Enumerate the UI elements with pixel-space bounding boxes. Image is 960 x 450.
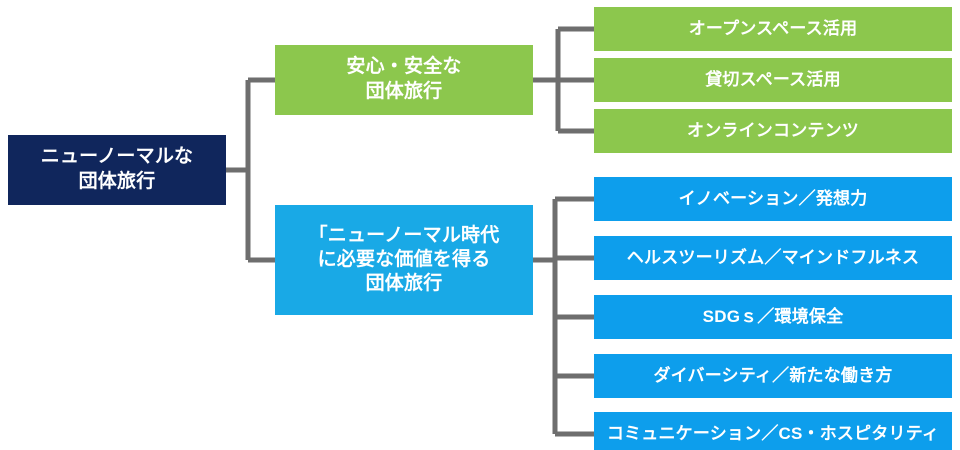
leaf-node-open-space[interactable]: オープンスペース活用 bbox=[594, 7, 952, 51]
leaf-node-communication[interactable]: コミュニケーション／CS・ホスピタリティ bbox=[594, 412, 952, 450]
leaf-node-private-space-label: 貸切スペース活用 bbox=[705, 69, 841, 89]
root-node-label: ニューノーマルな 団体旅行 bbox=[40, 146, 194, 192]
branch-node-new-normal-value[interactable]: 「ニューノーマル時代 に必要な価値を得る 団体旅行 bbox=[275, 205, 533, 315]
branch-node-new-normal-value-label: 「ニューノーマル時代 に必要な価値を得る 団体旅行 bbox=[308, 224, 500, 295]
leaf-node-health-tourism[interactable]: ヘルスツーリズム／マインドフルネス bbox=[594, 236, 952, 280]
leaf-node-communication-label: コミュニケーション／CS・ホスピタリティ bbox=[606, 423, 940, 443]
leaf-node-innovation[interactable]: イノベーション／発想力 bbox=[594, 177, 952, 221]
branch-node-safe-travel[interactable]: 安心・安全な 団体旅行 bbox=[275, 45, 533, 115]
leaf-node-open-space-label: オープンスペース活用 bbox=[688, 18, 858, 38]
leaf-node-sdgs[interactable]: SDGｓ／環境保全 bbox=[594, 295, 952, 339]
leaf-node-innovation-label: イノベーション／発想力 bbox=[678, 188, 868, 208]
root-node[interactable]: ニューノーマルな 団体旅行 bbox=[8, 135, 226, 205]
leaf-node-sdgs-label: SDGｓ／環境保全 bbox=[702, 306, 844, 326]
leaf-node-online-content[interactable]: オンラインコンテンツ bbox=[594, 109, 952, 153]
branch-node-safe-travel-label: 安心・安全な 団体旅行 bbox=[346, 56, 462, 102]
leaf-node-health-tourism-label: ヘルスツーリズム／マインドフルネス bbox=[626, 247, 920, 267]
leaf-node-diversity-label: ダイバーシティ／新たな働き方 bbox=[653, 365, 893, 385]
leaf-node-online-content-label: オンラインコンテンツ bbox=[687, 120, 859, 140]
leaf-node-diversity[interactable]: ダイバーシティ／新たな働き方 bbox=[594, 354, 952, 398]
leaf-node-private-space[interactable]: 貸切スペース活用 bbox=[594, 58, 952, 102]
